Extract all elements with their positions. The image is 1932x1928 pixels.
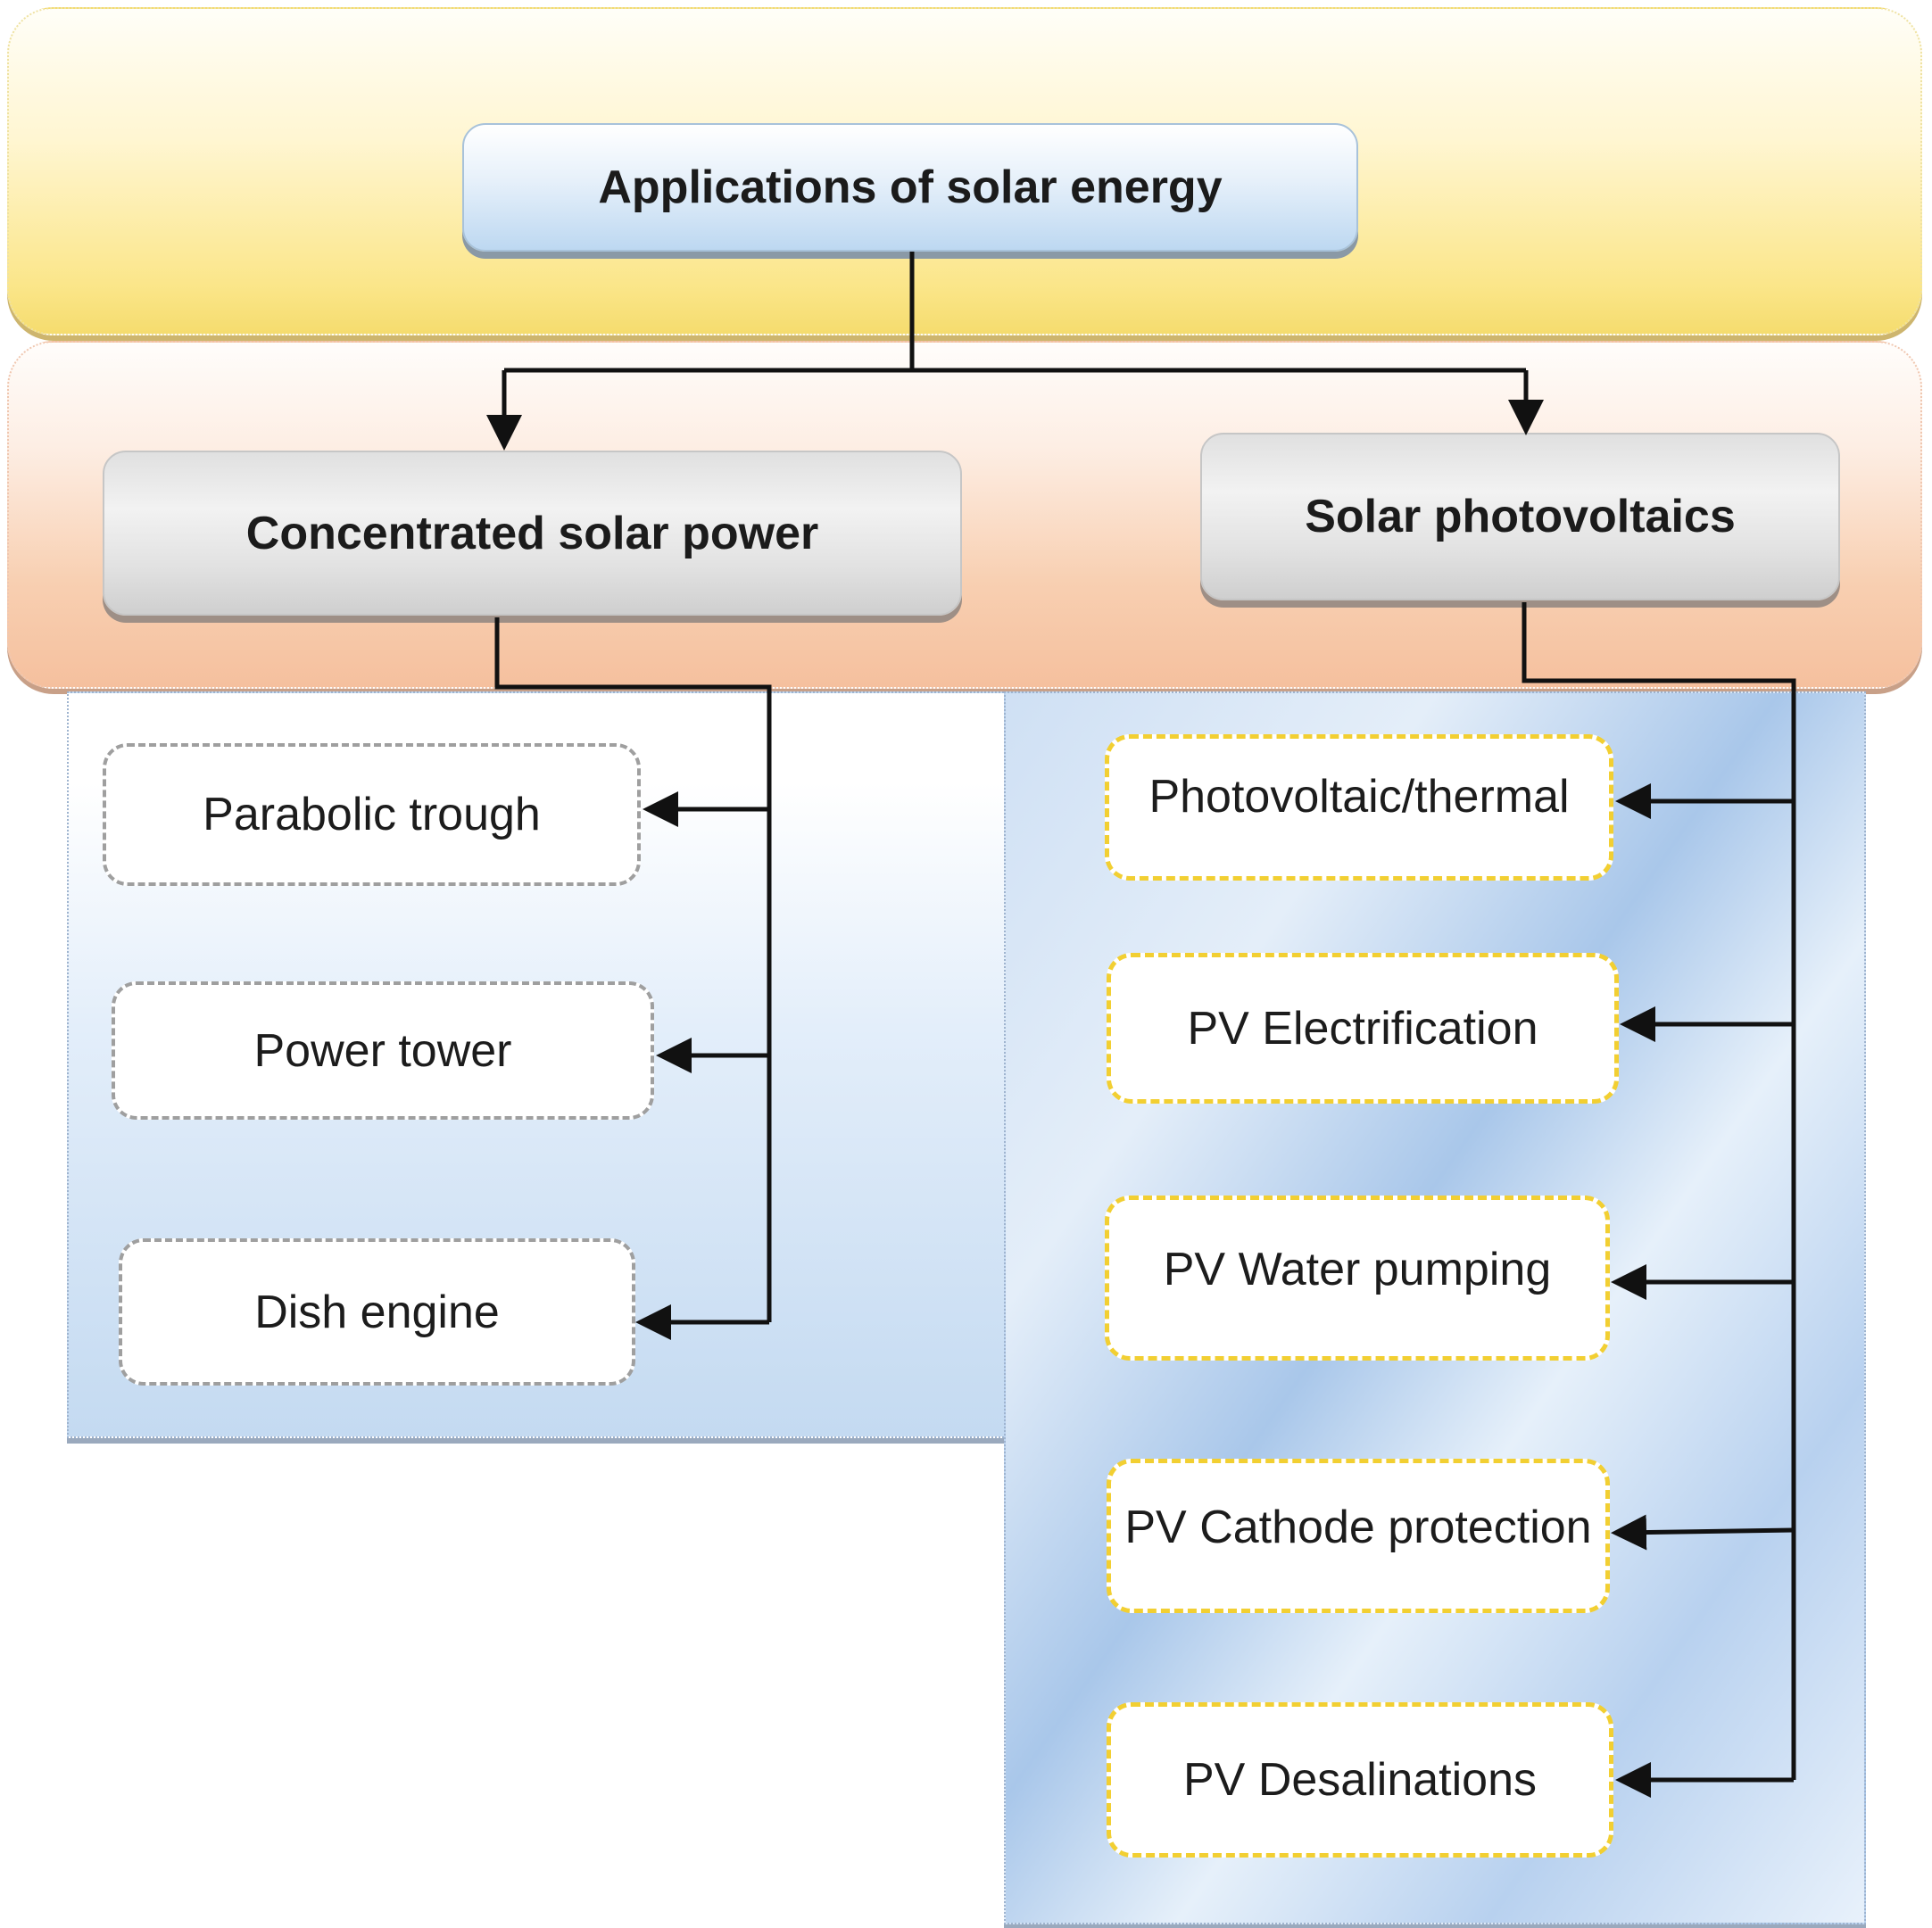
leaf-power-tower: Power tower bbox=[112, 981, 654, 1120]
category-label: Concentrated solar power bbox=[245, 507, 819, 559]
root-node: Applications of solar energy bbox=[462, 123, 1358, 252]
leaf-pv-desalinations: PV Desalinations bbox=[1107, 1702, 1613, 1858]
category-concentrated-solar-power: Concentrated solar power bbox=[103, 451, 962, 616]
leaf-label: Parabolic trough bbox=[203, 789, 541, 840]
leaf-label: Dish engine bbox=[254, 1286, 500, 1338]
leaf-label: PV Electrification bbox=[1187, 1002, 1538, 1055]
leaf-label: Power tower bbox=[253, 1024, 512, 1077]
root-node-label: Applications of solar energy bbox=[598, 161, 1223, 213]
leaf-pv-water-pumping: PV Water pumping bbox=[1105, 1196, 1610, 1361]
category-solar-photovoltaics: Solar photovoltaics bbox=[1200, 433, 1840, 600]
leaf-label: Photovoltaic/thermal bbox=[1148, 771, 1570, 823]
leaf-label: PV Water pumping bbox=[1163, 1243, 1552, 1295]
category-label: Solar photovoltaics bbox=[1305, 491, 1736, 542]
leaf-parabolic-trough: Parabolic trough bbox=[103, 743, 641, 886]
leaf-pv-electrification: PV Electrification bbox=[1107, 953, 1619, 1104]
leaf-photovoltaic-thermal: Photovoltaic/thermal bbox=[1105, 734, 1613, 881]
leaf-label: PV Desalinations bbox=[1183, 1754, 1537, 1806]
leaf-label: PV Cathode protection bbox=[1124, 1501, 1592, 1553]
leaf-dish-engine: Dish engine bbox=[119, 1238, 635, 1386]
leaf-pv-cathode-protection: PV Cathode protection bbox=[1107, 1459, 1610, 1613]
